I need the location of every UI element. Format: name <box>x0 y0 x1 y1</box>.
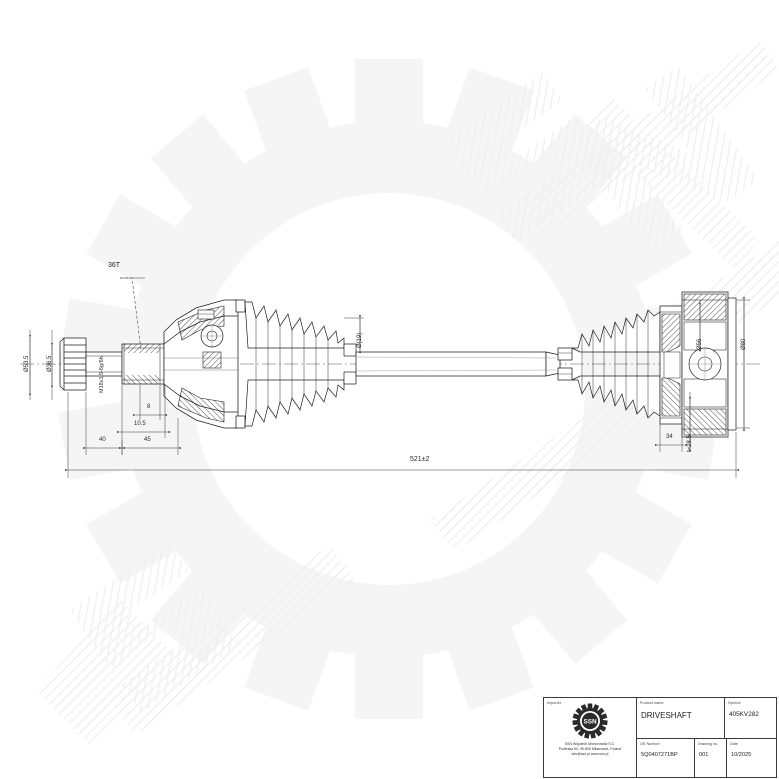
dim-right-dia-2: Ø80 <box>741 338 747 350</box>
drawing-number-label: Drawing no. <box>698 742 719 746</box>
left-hex-nut <box>59 337 87 391</box>
product-name-cell: Product name DRIVESHAFT <box>637 698 725 738</box>
importer-address-line-3: info@ssn.pl www.ssn.pl <box>571 752 609 757</box>
product-name-value: DRIVESHAFT <box>641 711 692 720</box>
importer-address: SSN Wojciech Michorowski S.C. Podleska 5… <box>546 742 634 757</box>
dim-right-depth: t=28.5 <box>687 435 693 452</box>
dim-right-dia-1: Ø56 <box>697 338 703 350</box>
symbol-value: 405KV282 <box>729 711 759 718</box>
drawing-number-cell: Drawing no. 001 <box>695 739 727 777</box>
symbol-label: Symbol <box>728 701 741 705</box>
date-value: 10/2025 <box>731 752 752 758</box>
title-block-row-1: Product name DRIVESHAFT Symbol 405KV282 <box>637 698 776 739</box>
callout-thread-spec: M18x1.5-6g/6h <box>99 356 105 393</box>
importer-label: Importer <box>547 701 562 705</box>
dim-left-dia-2: Ø36.5 <box>47 355 53 372</box>
left-cv-joint-housing <box>163 299 239 429</box>
dim-centre-dia: Ø(19) <box>357 332 363 348</box>
dim-right-flange-width: 34 <box>666 434 673 440</box>
date-cell: Date 10/2025 <box>727 739 776 777</box>
product-name-label: Product name <box>640 701 664 705</box>
dim-8: 8 <box>147 404 151 410</box>
date-label: Date <box>730 742 738 746</box>
ssn-logo: SSN <box>568 703 612 744</box>
importer-address-line-2: Podleska 50, 05-800 Milanowek, Poland <box>558 747 622 752</box>
dim-40: 40 <box>99 437 106 443</box>
title-block-row-2: OE Number 5Q0407271BP Drawing no. 001 Da… <box>637 739 776 777</box>
dim-45: 45 <box>144 437 151 443</box>
title-block: Importer <box>543 697 777 778</box>
dim-overall-length: 521±2 <box>410 456 430 463</box>
dim-left-dia-1: Ø53.5 <box>24 355 30 372</box>
leader-36T <box>120 277 142 351</box>
dim-10-5: 10.5 <box>134 421 146 427</box>
importer-address-line-1: SSN Wojciech Michorowski S.C. <box>564 742 616 746</box>
oe-number-value: 5Q0407271BP <box>641 752 678 758</box>
drawing-number-value: 001 <box>699 752 709 758</box>
title-block-right: Product name DRIVESHAFT Symbol 405KV282 … <box>637 698 776 777</box>
title-block-importer-cell: Importer <box>544 698 637 777</box>
oe-number-label: OE Number <box>640 742 660 746</box>
left-spline-sleeve <box>121 343 165 385</box>
callout-36T: 36T <box>108 262 121 269</box>
right-cv-joint-housing <box>659 305 683 425</box>
middle-shaft <box>355 351 561 377</box>
symbol-cell: Symbol 405KV282 <box>725 698 776 738</box>
logo-text: SSN <box>583 719 597 726</box>
oe-number-cell: OE Number 5Q0407271BP <box>637 739 695 777</box>
